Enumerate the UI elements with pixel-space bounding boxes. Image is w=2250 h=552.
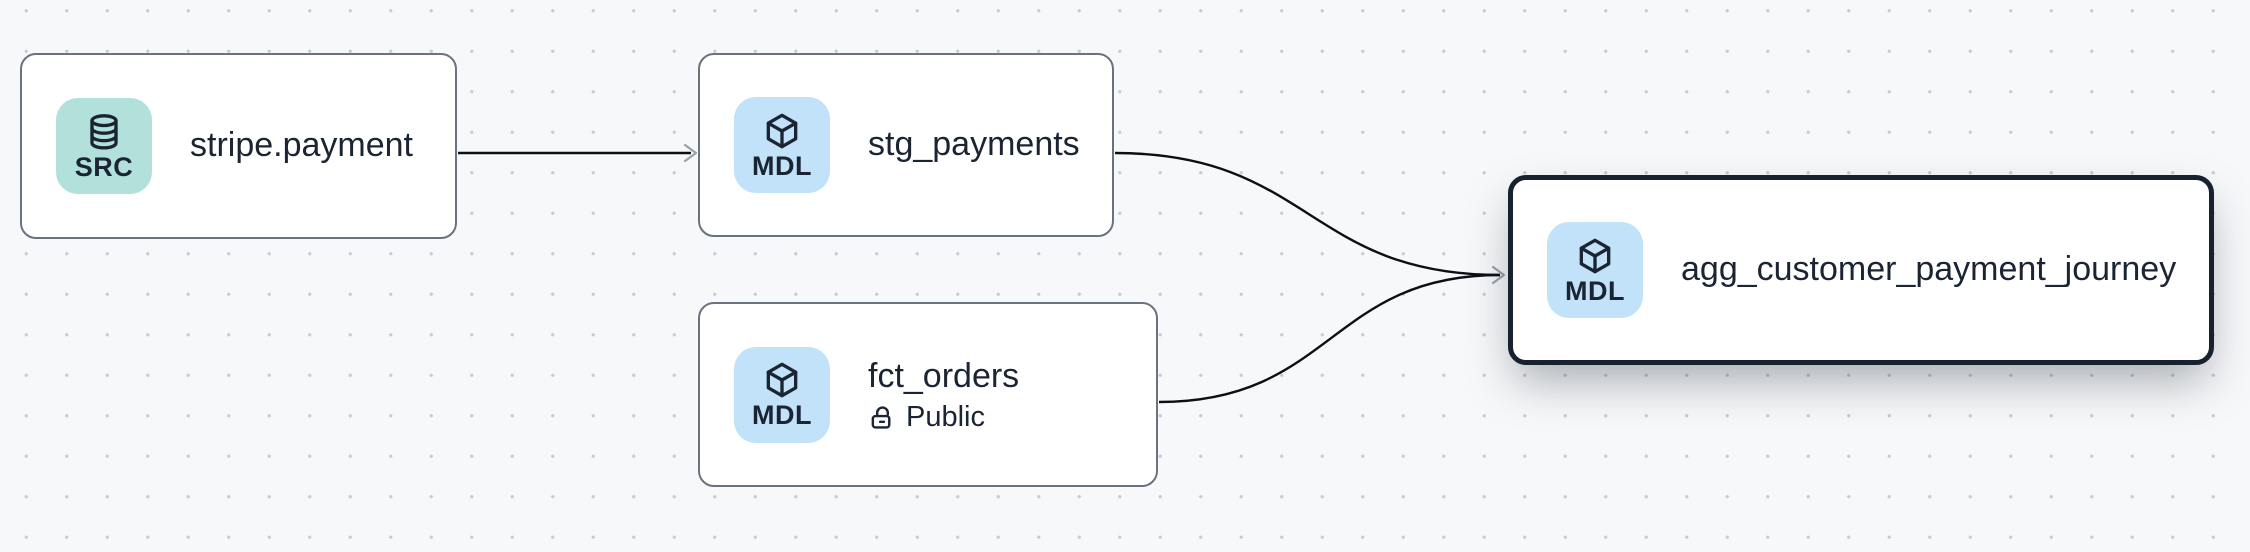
cube-icon bbox=[1579, 238, 1611, 273]
arrowhead-icon bbox=[1491, 265, 1506, 285]
node-labels: agg_customer_payment_journey bbox=[1681, 250, 2177, 289]
node-agg-customer-payment-journey[interactable]: MDL agg_customer_payment_journey bbox=[1508, 175, 2214, 365]
cube-icon bbox=[766, 113, 798, 148]
node-labels: stg_payments bbox=[868, 125, 1080, 164]
node-stg-payments[interactable]: MDL stg_payments bbox=[698, 53, 1114, 237]
node-title: stripe.payment bbox=[190, 126, 413, 165]
badge-label: SRC bbox=[74, 151, 134, 182]
node-stripe-payment[interactable]: SRC stripe.payment bbox=[20, 53, 457, 239]
database-icon bbox=[90, 113, 118, 149]
resource-type-badge: MDL bbox=[1547, 222, 1643, 318]
badge-label: MDL bbox=[1565, 275, 1625, 306]
node-title: stg_payments bbox=[868, 125, 1080, 164]
badge-label: MDL bbox=[752, 150, 812, 181]
node-labels: fct_orders Public bbox=[868, 357, 1019, 431]
resource-type-badge: MDL bbox=[734, 97, 830, 193]
node-title: agg_customer_payment_journey bbox=[1681, 250, 2177, 289]
resource-type-badge: SRC bbox=[56, 98, 152, 194]
cube-icon bbox=[766, 362, 798, 398]
badge-label: MDL bbox=[752, 400, 812, 430]
arrowhead-icon bbox=[683, 143, 698, 163]
resource-type-badge: MDL bbox=[734, 346, 830, 443]
unlock-icon bbox=[871, 406, 891, 429]
node-labels: stripe.payment bbox=[190, 126, 413, 165]
edge-stg-payments-to-agg-customer-payment-journey[interactable] bbox=[1114, 151, 1501, 277]
edge-fct-orders-to-agg-customer-payment-journey[interactable] bbox=[1158, 273, 1501, 404]
node-title: fct_orders bbox=[868, 357, 1020, 396]
node-fct-orders[interactable]: MDL fct_orders Public bbox=[698, 302, 1158, 487]
access-label: Public bbox=[906, 400, 985, 433]
access-row: Public bbox=[868, 400, 1019, 433]
